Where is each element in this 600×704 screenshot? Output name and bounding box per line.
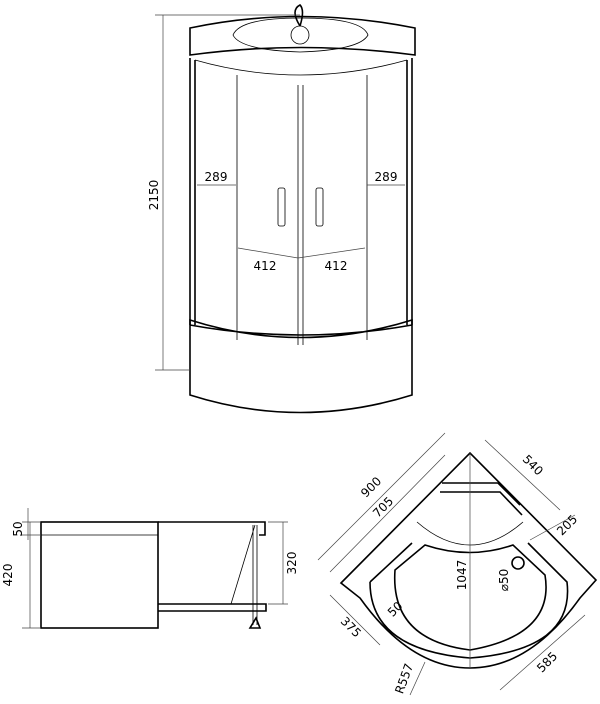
dim-offset: 540 xyxy=(520,452,546,478)
drain-icon xyxy=(511,556,525,570)
dim-rim: 50 xyxy=(11,521,25,536)
tray-front-panel xyxy=(40,521,159,629)
dim-inner-side: 705 xyxy=(370,494,396,520)
plan-view: 1047 900 705 540 205 ⌀50 50 375 R557 585 xyxy=(317,432,598,696)
dim-corner-side: 375 xyxy=(338,614,364,640)
dim-inner-height: 320 xyxy=(285,552,299,575)
dim-wall: 50 xyxy=(385,599,406,620)
dim-diagonal: 1047 xyxy=(455,560,469,591)
dim-door-right: 412 xyxy=(325,259,348,273)
cabin-tray xyxy=(189,318,413,414)
dim-total-height: 420 xyxy=(1,564,15,587)
dim-side: 900 xyxy=(358,474,384,500)
side-view: 420 50 320 xyxy=(1,508,299,629)
dim-height: 2150 xyxy=(147,180,161,211)
door-panels xyxy=(194,59,408,345)
door-handle-right xyxy=(315,187,324,227)
dim-drain-offset: 205 xyxy=(554,512,580,538)
dim-side-left: 289 xyxy=(205,170,228,184)
dim-radius: R557 xyxy=(392,662,416,696)
dim-drain-diameter: ⌀50 xyxy=(497,569,511,592)
dim-door-left: 412 xyxy=(254,259,277,273)
roof-basin xyxy=(232,17,369,53)
dim-diag-offset: 585 xyxy=(534,649,560,675)
shower-head-icon xyxy=(290,25,310,45)
cabin-roof xyxy=(189,15,416,56)
door-handle-left xyxy=(277,187,286,227)
hose xyxy=(294,4,304,27)
cabin-frame xyxy=(189,58,413,325)
dim-side-right: 289 xyxy=(375,170,398,184)
front-view: 2150 289 289 412 412 xyxy=(147,4,416,414)
